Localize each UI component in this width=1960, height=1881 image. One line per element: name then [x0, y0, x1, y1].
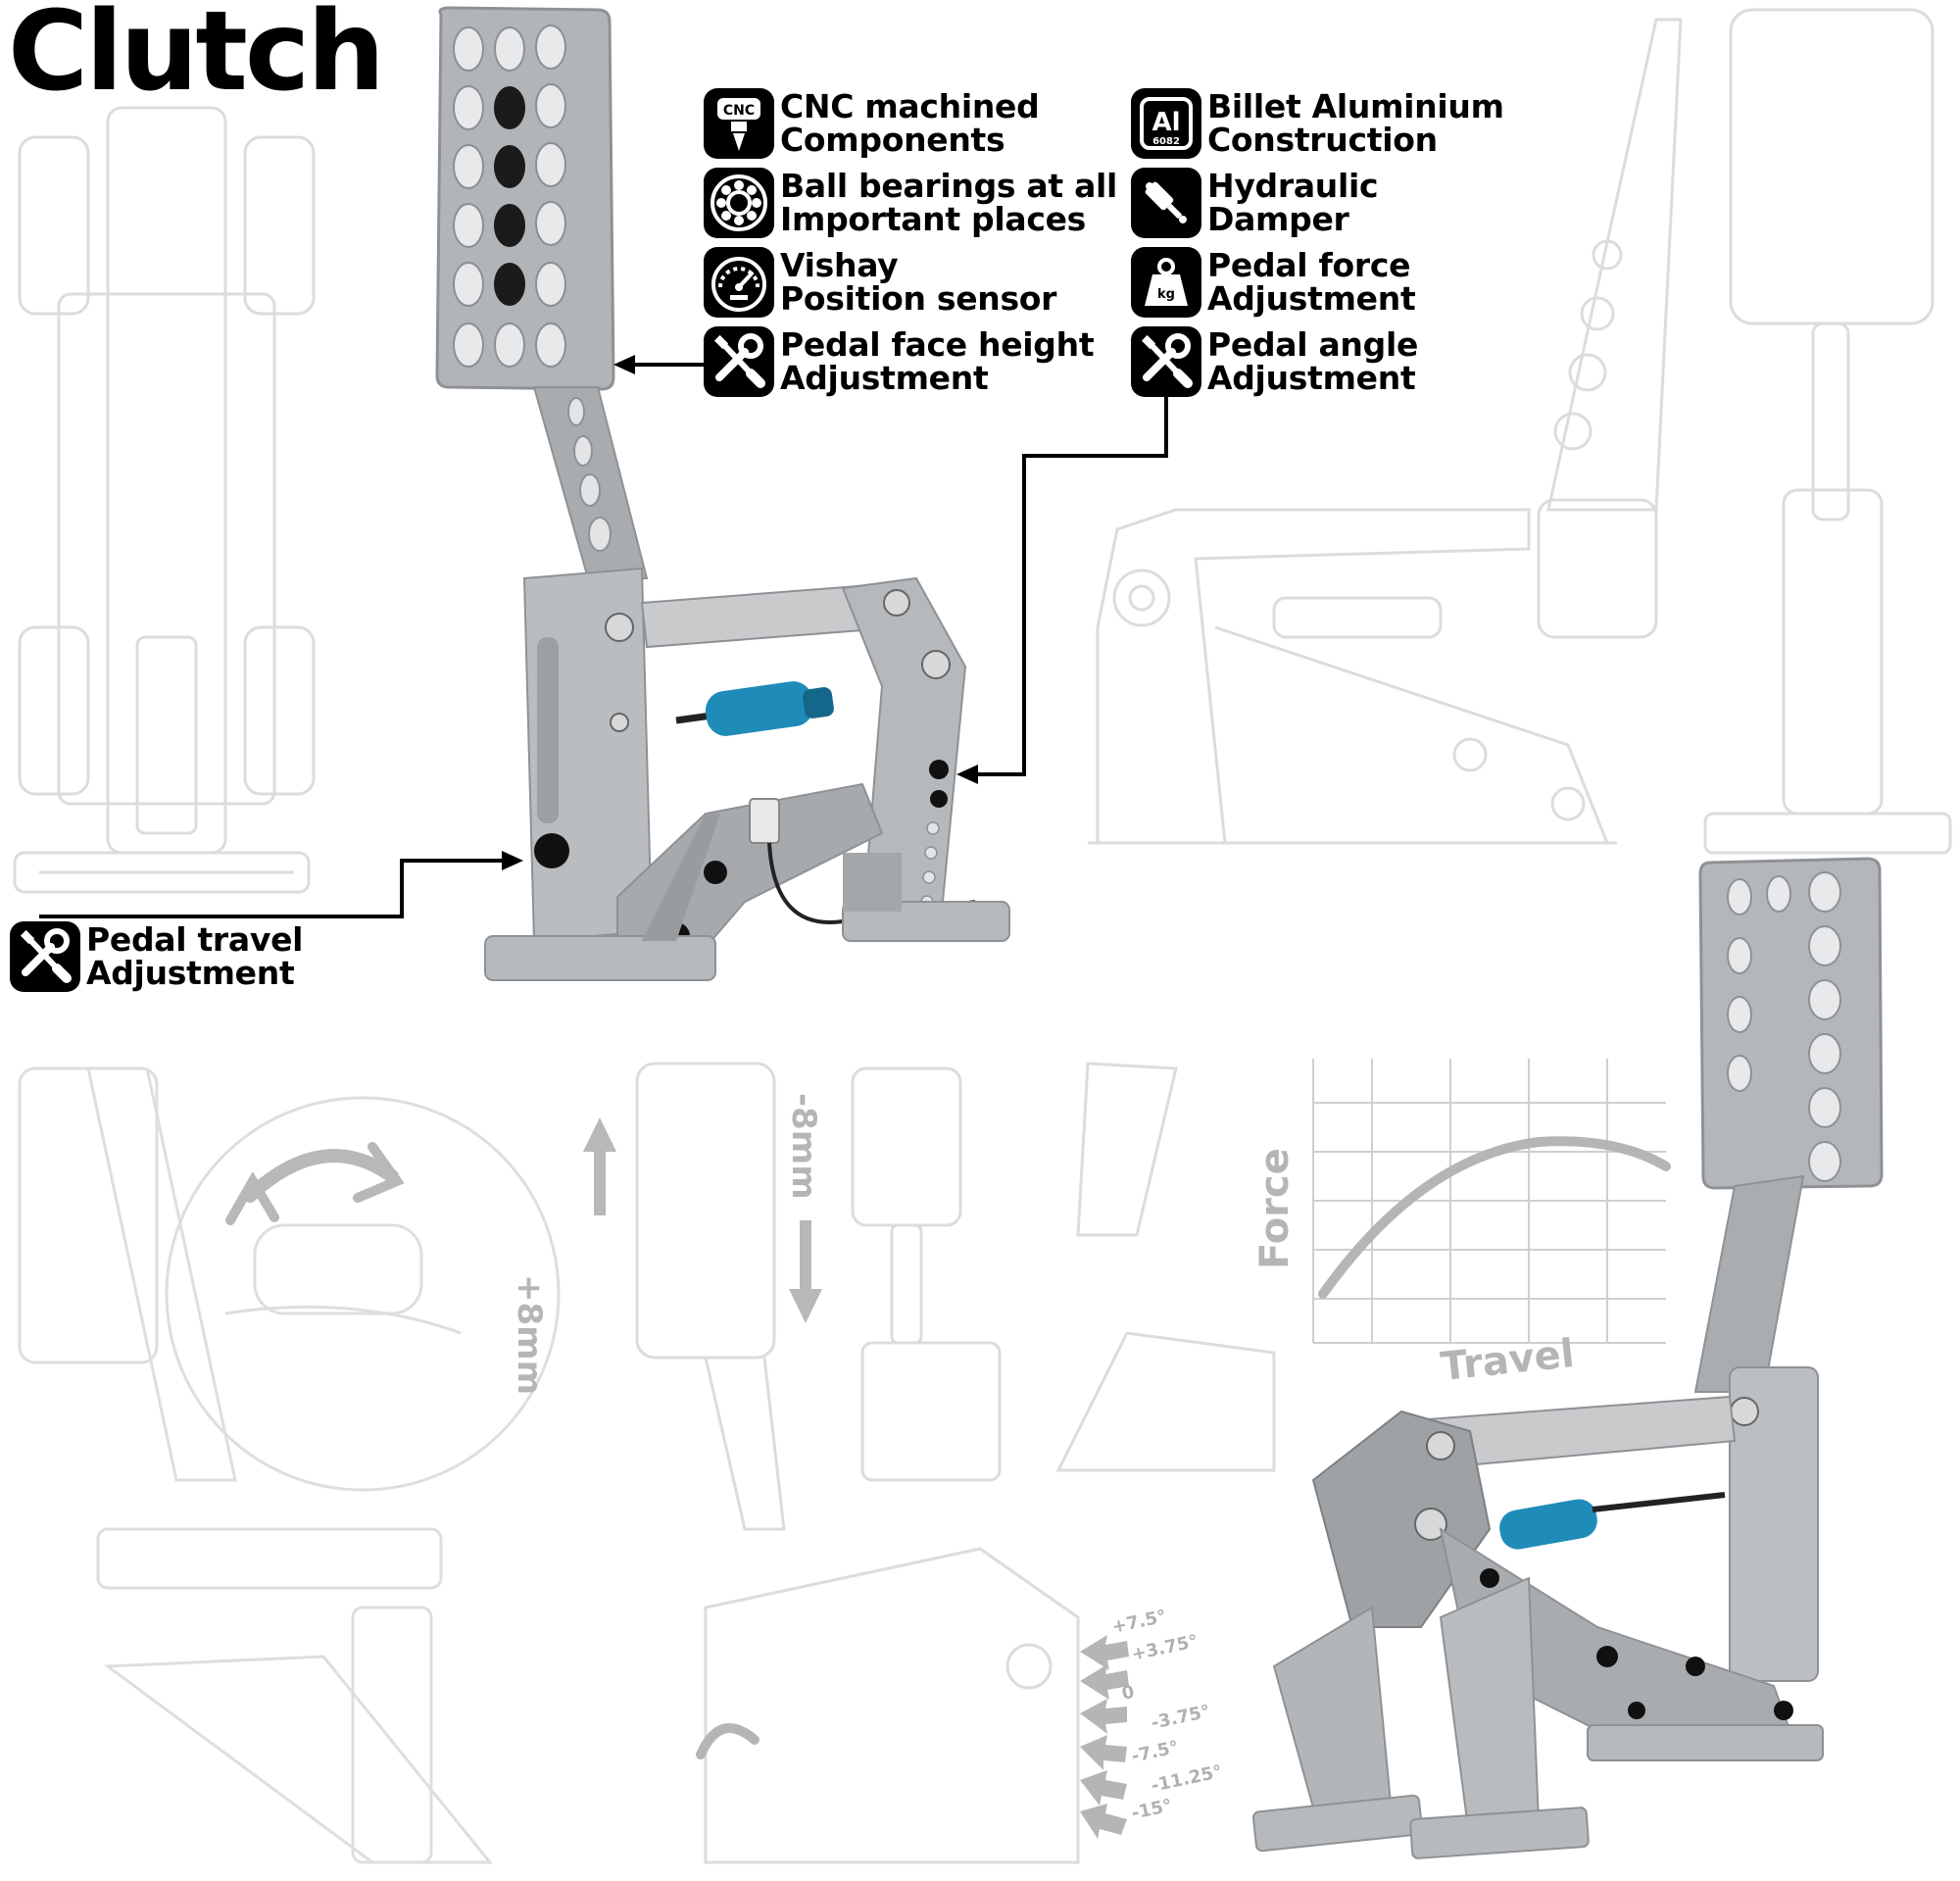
wrench-screwdriver-icon	[10, 921, 80, 992]
callout-arrowheads	[502, 355, 978, 870]
feature-force-line2: Adjustment	[1207, 279, 1416, 318]
al-icon-grade: 6082	[1152, 136, 1180, 147]
feature-face-height: Pedal face height Adjustment	[704, 326, 1117, 397]
feature-sensor-line2: Position sensor	[780, 279, 1057, 318]
damper-closeup-line-art	[18, 1066, 561, 1864]
weight-icon-label: kg	[1157, 287, 1175, 302]
feature-aluminium-line2: Construction	[1207, 121, 1438, 159]
front-view-line-art	[13, 106, 316, 894]
page-title: Clutch	[8, 0, 385, 116]
gauge-icon	[704, 247, 774, 318]
feature-sensor-line1: Vishay	[780, 246, 899, 284]
secondary-pedal-render	[1251, 857, 1884, 1859]
feature-angle: Pedal angle Adjustment	[1131, 326, 1504, 397]
rotate-arrow-icon	[225, 1142, 405, 1225]
al-icon-symbol: Al	[1152, 108, 1180, 137]
wrench-screwdriver-icon	[704, 326, 774, 397]
angle-arrows	[1080, 1635, 1129, 1839]
feature-face-height-line1: Pedal face height	[780, 325, 1095, 364]
feature-travel: Pedal travel Adjustment	[10, 921, 303, 992]
side-view-line-art	[1088, 18, 1683, 845]
feature-aluminium: Al 6082 Billet Aluminium Construction	[1131, 88, 1504, 159]
height-up-arrow-icon	[583, 1117, 616, 1215]
wrench-screwdriver-icon	[1131, 326, 1201, 397]
cnc-icon-label: CNC	[723, 103, 755, 119]
height-down-arrow-icon	[789, 1220, 822, 1323]
ball-bearing-icon	[704, 168, 774, 238]
angle-label: -3.75°	[1149, 1701, 1212, 1734]
angle-label: -15°	[1129, 1795, 1174, 1824]
feature-force: kg Pedal force Adjustment	[1131, 247, 1504, 318]
features-right: Al 6082 Billet Aluminium Construction Hy…	[1131, 88, 1504, 397]
force-axis-label: Force	[1252, 1148, 1298, 1269]
feature-bearings-line1: Ball bearings at all	[780, 167, 1118, 205]
aluminium-element-icon: Al 6082	[1131, 88, 1201, 159]
main-pedal-render	[435, 6, 1010, 981]
feature-travel-line2: Adjustment	[86, 954, 295, 992]
feature-angle-line2: Adjustment	[1207, 359, 1416, 397]
feature-damper: Hydraulic Damper	[1131, 168, 1504, 238]
feature-force-line1: Pedal force	[1207, 246, 1411, 284]
front-pedal-line-art	[1703, 8, 1952, 855]
feature-angle-line1: Pedal angle	[1207, 325, 1419, 364]
feature-damper-line2: Damper	[1207, 200, 1349, 238]
force-travel-chart	[1312, 1059, 1671, 1344]
angle-label: +3.75°	[1129, 1630, 1200, 1665]
feature-face-height-line2: Adjustment	[780, 359, 989, 397]
angle-labels: +7.5° +3.75° 0 -3.75° -7.5° -11.25° -15°	[1110, 1607, 1230, 1824]
force-curve	[1318, 1136, 1671, 1299]
feature-travel-line1: Pedal travel	[86, 920, 304, 959]
damper-icon	[1131, 168, 1201, 238]
feature-bearings-line2: Important places	[780, 200, 1087, 238]
feature-cnc-line2: Components	[780, 121, 1005, 159]
height-down-label: -8mm	[784, 1093, 823, 1200]
feature-cnc: CNC CNC machined Components	[704, 88, 1117, 159]
height-adjust-line-art	[635, 1062, 1276, 1864]
feature-aluminium-line1: Billet Aluminium	[1207, 87, 1504, 125]
features-left: CNC CNC machined Components Ball bearing…	[704, 88, 1117, 397]
cnc-icon: CNC	[704, 88, 774, 159]
angle-label: -7.5°	[1129, 1737, 1181, 1767]
weight-icon: kg	[1131, 247, 1201, 318]
feature-sensor: Vishay Position sensor	[704, 247, 1117, 318]
feature-damper-line1: Hydraulic	[1207, 167, 1379, 205]
callout-lines	[39, 363, 1168, 918]
height-up-label: +8mm	[510, 1274, 549, 1396]
feature-cnc-line1: CNC machined	[780, 87, 1040, 125]
angle-label: 0	[1119, 1681, 1137, 1705]
angle-label: -11.25°	[1149, 1760, 1224, 1797]
rotate-arrow-small-icon	[696, 1723, 760, 1759]
feature-bearings: Ball bearings at all Important places	[704, 168, 1117, 238]
